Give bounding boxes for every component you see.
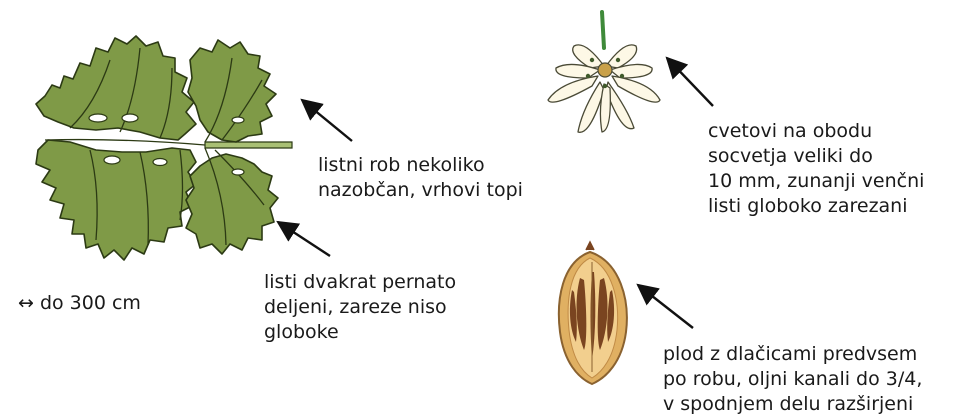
arrow-fruit — [638, 285, 693, 328]
arrow-flowers — [667, 58, 713, 106]
size-label: ↔ do 300 cm — [18, 291, 141, 316]
arrow-leaf-margin — [302, 100, 352, 141]
fruit-label: plod z dlačicami predvsem po robu, oljni… — [663, 342, 922, 417]
fruit-illustration — [559, 242, 627, 384]
leaf-illustration — [36, 36, 292, 260]
arrow-leaf-division — [278, 222, 330, 256]
flowers-label: cvetovi na obodu socvetja veliki do 10 m… — [708, 119, 924, 219]
flower-illustration — [548, 12, 660, 132]
leaf-margin-label: listni rob nekoliko nazobčan, vrhovi top… — [318, 153, 523, 203]
leaf-division-label: listi dvakrat pernato deljeni, zareze ni… — [264, 270, 456, 345]
